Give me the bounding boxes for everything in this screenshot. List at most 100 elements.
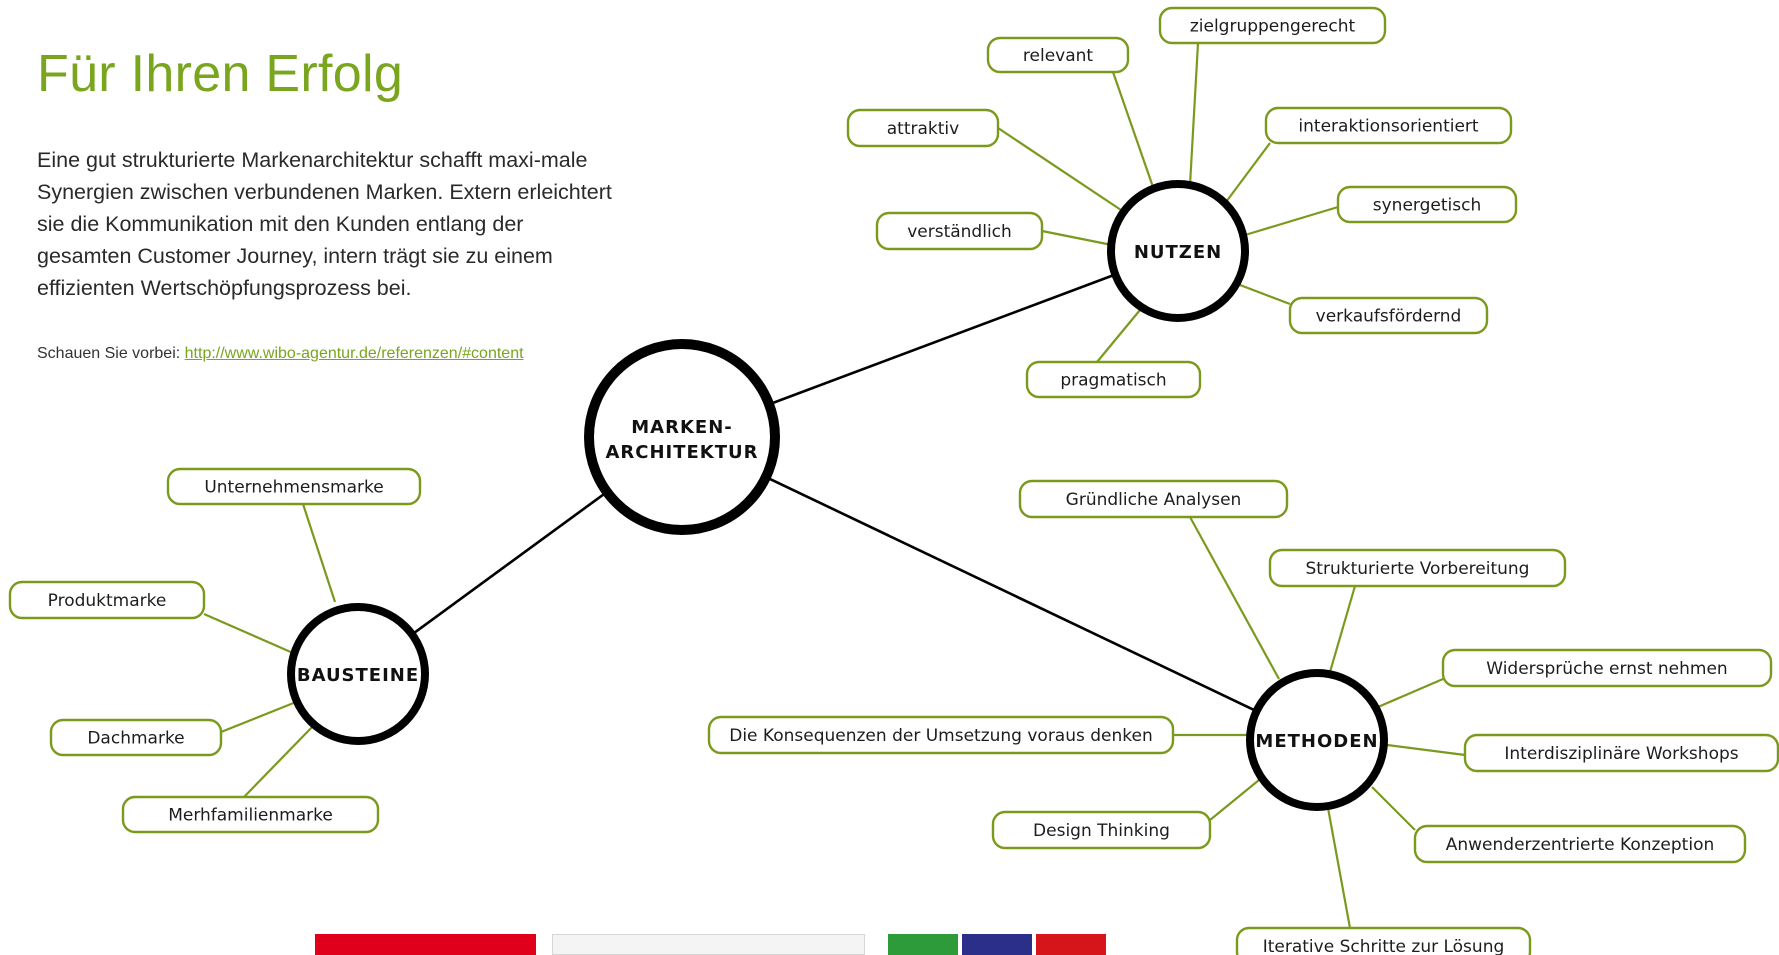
node-box bbox=[1025, 360, 1202, 399]
node-box bbox=[986, 36, 1130, 74]
visit-line: Schauen Sie vorbei: http://www.wibo-agen… bbox=[37, 345, 524, 363]
node-label: relevant bbox=[1023, 46, 1094, 66]
node-box bbox=[8, 580, 206, 620]
node-label: attraktiv bbox=[887, 119, 959, 139]
link-merhfamilienmarke bbox=[243, 722, 317, 798]
node-box bbox=[1441, 648, 1773, 688]
node-unternehmensmarke[interactable]: Unternehmensmarke bbox=[166, 467, 422, 506]
link-interaktionsorientiert bbox=[1225, 142, 1271, 203]
link-zielgruppengerecht bbox=[1188, 42, 1200, 186]
node-interaktionsorientiert[interactable]: interaktionsorientiert bbox=[1264, 106, 1513, 145]
node-label: Iterative Schritte zur Lösung bbox=[1263, 937, 1505, 955]
intro-paragraph: Eine gut strukturierte Markenarchitektur… bbox=[37, 148, 612, 300]
node-box bbox=[875, 211, 1044, 251]
hub-label-line2: ARCHITEKTUR bbox=[605, 442, 758, 463]
hub-label: NUTZEN bbox=[1134, 242, 1222, 263]
node-pragmatisch[interactable]: pragmatisch bbox=[1025, 360, 1202, 399]
node-label: Widersprüche ernst nehmen bbox=[1486, 659, 1727, 679]
node-verkaufsf-rdernd[interactable]: verkaufsfördernd bbox=[1288, 296, 1489, 335]
thumbnail-section-red bbox=[1036, 934, 1106, 955]
node-label: Interdisziplinäre Workshops bbox=[1504, 744, 1738, 764]
node-box bbox=[1288, 296, 1489, 335]
node-attraktiv[interactable]: attraktiv bbox=[846, 108, 1000, 148]
node-label: Design Thinking bbox=[1033, 821, 1170, 841]
reference-link[interactable]: http://www.wibo-agentur.de/referenzen/#c… bbox=[184, 345, 524, 362]
node-label: Dachmarke bbox=[87, 729, 184, 749]
node-box bbox=[49, 718, 223, 757]
node-design-thinking[interactable]: Design Thinking bbox=[991, 810, 1212, 850]
node-zielgruppengerecht[interactable]: zielgruppengerecht bbox=[1158, 6, 1387, 45]
link-synergetisch bbox=[1244, 205, 1339, 237]
node-box bbox=[1264, 106, 1513, 145]
node-gr-ndliche-analysen[interactable]: Gründliche Analysen bbox=[1018, 479, 1289, 519]
hub-label: METHODEN bbox=[1255, 731, 1378, 752]
node-relevant[interactable]: relevant bbox=[986, 36, 1130, 74]
node-box bbox=[1413, 824, 1747, 864]
node-label: Merhfamilienmarke bbox=[168, 806, 333, 826]
link-strukturierte-vorbereitung bbox=[1328, 585, 1357, 673]
node-label: Strukturierte Vorbereitung bbox=[1306, 559, 1530, 579]
thumbnail-sections[interactable] bbox=[888, 934, 1106, 955]
page-title: Für Ihren Erfolg bbox=[37, 45, 404, 103]
link-verkaufsf-rdernd bbox=[1239, 283, 1291, 306]
link-interdisziplin-re-workshops bbox=[1386, 743, 1466, 757]
node-box bbox=[1235, 926, 1532, 955]
node-label: Produktmarke bbox=[48, 591, 167, 611]
thumbnail-section-blue bbox=[962, 934, 1032, 955]
node-label: verkaufsfördernd bbox=[1316, 307, 1462, 327]
thumbnail-red[interactable] bbox=[315, 934, 536, 955]
node-die-konsequenzen-der-umsetzung-voraus-denken[interactable]: Die Konsequenzen der Umsetzung voraus de… bbox=[707, 715, 1175, 755]
node-box bbox=[1018, 479, 1289, 519]
link-pragmatisch bbox=[1096, 309, 1141, 363]
connector-center-bausteine bbox=[411, 490, 608, 636]
node-box bbox=[1336, 185, 1518, 224]
node-label: pragmatisch bbox=[1060, 371, 1166, 391]
node-strukturierte-vorbereitung[interactable]: Strukturierte Vorbereitung bbox=[1268, 548, 1567, 588]
hub-methoden: METHODEN bbox=[1246, 669, 1388, 811]
hub-ring bbox=[1107, 180, 1249, 322]
link-attraktiv bbox=[997, 127, 1125, 213]
hub-ring bbox=[287, 603, 429, 745]
hub-ring bbox=[584, 339, 780, 535]
link-anwenderzentrierte-konzeption bbox=[1371, 786, 1416, 831]
link-verst-ndlich bbox=[1041, 229, 1113, 247]
link-layer bbox=[203, 42, 1466, 929]
node-box bbox=[1268, 548, 1567, 588]
hub-layer: MARKEN- ARCHITEKTUR NUTZEN BAUSTEINE METHODE… bbox=[287, 180, 1388, 811]
hub-nutzen: NUTZEN bbox=[1107, 180, 1249, 322]
node-iterative-schritte-zur-l-sung[interactable]: Iterative Schritte zur Lösung bbox=[1235, 926, 1532, 955]
node-verst-ndlich[interactable]: verständlich bbox=[875, 211, 1044, 251]
node-layer: zielgruppengerecht relevant attraktiv inter… bbox=[8, 6, 1779, 955]
node-box bbox=[1463, 733, 1779, 773]
node-box bbox=[991, 810, 1212, 850]
node-label: Gründliche Analysen bbox=[1066, 490, 1242, 510]
node-label: Anwenderzentrierte Konzeption bbox=[1446, 835, 1715, 855]
link-widerspr-che-ernst-nehmen bbox=[1377, 677, 1444, 709]
thumbnail-map[interactable] bbox=[552, 934, 865, 955]
link-gr-ndliche-analysen bbox=[1189, 516, 1280, 680]
node-label: verständlich bbox=[907, 222, 1012, 242]
link-produktmarke bbox=[203, 612, 294, 655]
node-label: synergetisch bbox=[1373, 196, 1481, 216]
node-produktmarke[interactable]: Produktmarke bbox=[8, 580, 206, 620]
node-label: zielgruppengerecht bbox=[1190, 17, 1356, 37]
hub-label-line1: MARKEN- bbox=[631, 417, 732, 438]
node-widerspr-che-ernst-nehmen[interactable]: Widersprüche ernst nehmen bbox=[1441, 648, 1773, 688]
node-anwenderzentrierte-konzeption[interactable]: Anwenderzentrierte Konzeption bbox=[1413, 824, 1747, 864]
node-merhfamilienmarke[interactable]: Merhfamilienmarke bbox=[121, 795, 380, 834]
node-label: Die Konsequenzen der Umsetzung voraus de… bbox=[729, 726, 1153, 746]
connector-center-nutzen bbox=[768, 273, 1116, 406]
node-box bbox=[1158, 6, 1387, 45]
link-iterative-schritte-zur-l-sung bbox=[1326, 807, 1352, 929]
node-synergetisch[interactable]: synergetisch bbox=[1336, 185, 1518, 224]
node-dachmarke[interactable]: Dachmarke bbox=[49, 718, 223, 757]
link-relevant bbox=[1111, 71, 1155, 188]
node-box bbox=[846, 108, 1000, 148]
thumbnail-section-green bbox=[888, 934, 958, 955]
hub-bausteine: BAUSTEINE bbox=[287, 603, 429, 745]
visit-prefix: Schauen Sie vorbei: bbox=[37, 345, 185, 362]
link-design-thinking bbox=[1209, 779, 1260, 821]
node-interdisziplin-re-workshops[interactable]: Interdisziplinäre Workshops bbox=[1463, 733, 1779, 773]
node-box bbox=[707, 715, 1175, 755]
